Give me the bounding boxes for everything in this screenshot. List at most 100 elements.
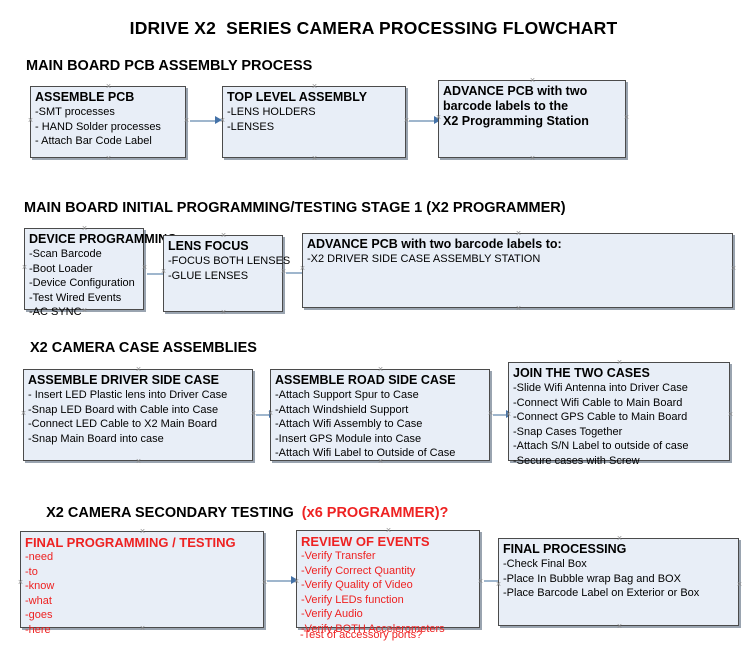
node-join-the-two-cases[interactable]: JOIN THE TWO CASES -Slide Wifi Antenna i… xyxy=(505,359,730,467)
resize-handle-bottom[interactable] xyxy=(105,155,112,162)
section-heading-x2-camera-secondary-testing: X2 CAMERA SECONDARY TESTING (x6 PROGRAMM… xyxy=(30,489,448,537)
resize-handle-bottom[interactable] xyxy=(616,458,623,465)
node-title: ASSEMBLE PCB xyxy=(35,90,135,104)
resize-handle-bottom[interactable] xyxy=(515,305,522,312)
node-line: - Insert LED Plastic lens into Driver Ca… xyxy=(28,389,228,401)
resize-handle-top[interactable] xyxy=(139,528,146,535)
node-review-of-events[interactable]: REVIEW OF EVENTS -Verify Transfer -Verif… xyxy=(293,527,480,635)
node-final-programming-testing[interactable]: FINAL PROGRAMMING / TESTING -need -to -k… xyxy=(17,528,264,636)
resize-handle-bottom[interactable] xyxy=(139,625,146,632)
section-heading-main-board-initial-programming: MAIN BOARD INITIAL PROGRAMMING/TESTING S… xyxy=(24,200,566,216)
resize-handle-left[interactable] xyxy=(20,410,27,417)
node-line: -Insert GPS Module into Case xyxy=(275,432,422,445)
node-line: -Verify Transfer xyxy=(301,550,376,562)
node-line: -Device Configuration xyxy=(29,277,135,289)
resize-handle-bottom[interactable] xyxy=(311,155,318,162)
connector-assemble-pcb-to-top-level[interactable] xyxy=(190,120,218,122)
resize-handle-left[interactable] xyxy=(160,268,167,275)
resize-handle-top[interactable] xyxy=(135,366,142,373)
resize-handle-top[interactable] xyxy=(81,225,88,232)
node-advance-pcb-programming-station[interactable]: ADVANCE PCB with two barcode labels to t… xyxy=(438,80,626,158)
resize-handle-right[interactable] xyxy=(477,578,484,585)
node-title: REVIEW OF EVENTS xyxy=(301,534,430,549)
resize-handle-top[interactable] xyxy=(529,77,536,84)
resize-handle-bottom[interactable] xyxy=(377,458,384,465)
connector-road-case-to-join-cases[interactable] xyxy=(493,414,511,416)
node-line: -what xyxy=(25,594,52,607)
connector-top-level-to-advance-pcb[interactable] xyxy=(409,120,437,122)
node-line: - Attach Bar Code Label xyxy=(35,135,152,147)
resize-handle-top[interactable] xyxy=(515,230,522,237)
node-line: -Attach Support Spur to Case xyxy=(275,389,419,401)
node-line: -Snap Main Board into case xyxy=(28,432,164,445)
node-title: ASSEMBLE ROAD SIDE CASE xyxy=(275,373,456,387)
node-line: -Connect Wifi Cable to Main Board xyxy=(513,396,683,409)
connector-final-programming-to-review-events[interactable] xyxy=(267,580,295,582)
node-title: ADVANCE PCB with two barcode labels to: xyxy=(307,237,562,251)
node-title: LENS FOCUS xyxy=(168,239,249,253)
resize-handle-top[interactable] xyxy=(377,366,384,373)
resize-handle-left[interactable] xyxy=(267,410,274,417)
node-title: X2 Programming Station xyxy=(443,114,589,128)
node-line: -know xyxy=(25,580,55,592)
node-line: -Test Wired Events xyxy=(29,291,122,304)
resize-handle-left[interactable] xyxy=(219,117,226,124)
node-assemble-driver-side-case[interactable]: ASSEMBLE DRIVER SIDE CASE - Insert LED P… xyxy=(23,369,253,461)
resize-handle-left[interactable] xyxy=(21,264,28,271)
node-title: ASSEMBLE DRIVER SIDE CASE xyxy=(28,373,220,387)
resize-handle-bottom[interactable] xyxy=(135,458,142,465)
node-line: -Secure cases with Screw xyxy=(513,454,640,467)
node-device-programming[interactable]: DEVICE PROGRAMMING -Scan Barcode -Boot L… xyxy=(21,225,177,318)
connector-lens-focus-to-advance-pcb-driver[interactable] xyxy=(286,272,308,274)
resize-handle-top[interactable] xyxy=(220,232,227,239)
resize-handle-left[interactable] xyxy=(27,117,34,124)
resize-handle-bottom[interactable] xyxy=(220,309,227,316)
node-line: -Connect LED Cable to X2 Main Board xyxy=(28,418,217,430)
node-line: -Verify Quality of Video xyxy=(301,579,413,591)
resize-handle-bottom[interactable] xyxy=(616,623,623,630)
resize-handle-left[interactable] xyxy=(505,411,512,418)
node-top-level-assembly[interactable]: TOP LEVEL ASSEMBLY -LENS HOLDERS -LENSES xyxy=(222,86,406,158)
node-line: -to xyxy=(25,565,38,578)
resize-handle-left[interactable] xyxy=(293,578,300,585)
section-heading-main-board-pcb-assembly: MAIN BOARD PCB ASSEMBLY PROCESS xyxy=(26,58,313,74)
connector-device-programming-to-lens-focus[interactable] xyxy=(147,273,169,275)
node-line: - HAND Solder processes xyxy=(35,120,161,133)
connector-driver-case-to-road-case[interactable] xyxy=(256,414,274,416)
resize-handle-left[interactable] xyxy=(435,114,442,121)
resize-handle-top[interactable] xyxy=(105,83,112,90)
resize-handle-left[interactable] xyxy=(495,581,502,588)
resize-handle-bottom[interactable] xyxy=(81,307,88,314)
node-line: -Connect GPS Cable to Main Board xyxy=(513,411,688,423)
node-line: -Place In Bubble wrap Bag and BOX xyxy=(503,572,681,585)
node-assemble-pcb[interactable]: ASSEMBLE PCB -SMT processes - HAND Solde… xyxy=(30,86,186,158)
node-line-overflow: -Test of accessory ports? xyxy=(300,629,423,641)
resize-handle-right[interactable] xyxy=(183,117,190,124)
resize-handle-top[interactable] xyxy=(311,83,318,90)
node-final-processing[interactable]: FINAL PROCESSING -Check Final Box -Place… xyxy=(498,538,739,626)
node-line: -Attach Windshield Support xyxy=(275,403,409,416)
node-advance-pcb-driver-side-station[interactable]: ADVANCE PCB with two barcode labels to: … xyxy=(302,233,733,308)
node-line: -Snap Cases Together xyxy=(513,425,623,438)
section-heading-x2-camera-case-assemblies: X2 CAMERA CASE ASSEMBLIES xyxy=(30,340,257,356)
resize-handle-top[interactable] xyxy=(616,359,623,366)
resize-handle-right[interactable] xyxy=(141,264,148,271)
node-line: -Check Final Box xyxy=(503,558,587,570)
node-lens-focus[interactable]: LENS FOCUS -FOCUS BOTH LENSES -GLUE LENS… xyxy=(160,232,290,312)
resize-handle-bottom[interactable] xyxy=(529,155,536,162)
resize-handle-left[interactable] xyxy=(17,579,24,586)
resize-handle-right[interactable] xyxy=(730,265,737,272)
resize-handle-left[interactable] xyxy=(299,265,306,272)
node-title: FINAL PROGRAMMING / TESTING xyxy=(25,535,236,550)
node-line: -need xyxy=(25,551,54,563)
resize-handle-right[interactable] xyxy=(736,581,743,588)
resize-handle-right[interactable] xyxy=(623,114,630,121)
node-line: -here xyxy=(25,623,51,636)
resize-handle-top[interactable] xyxy=(616,535,623,542)
node-line: -Scan Barcode xyxy=(29,248,102,260)
page-title: IDRIVE X2 SERIES CAMERA PROCESSING FLOWC… xyxy=(129,18,618,38)
node-assemble-road-side-case[interactable]: ASSEMBLE ROAD SIDE CASE -Attach Support … xyxy=(270,369,490,461)
resize-handle-right[interactable] xyxy=(727,411,734,418)
resize-handle-top[interactable] xyxy=(385,527,392,534)
node-line: -SMT processes xyxy=(35,106,115,118)
